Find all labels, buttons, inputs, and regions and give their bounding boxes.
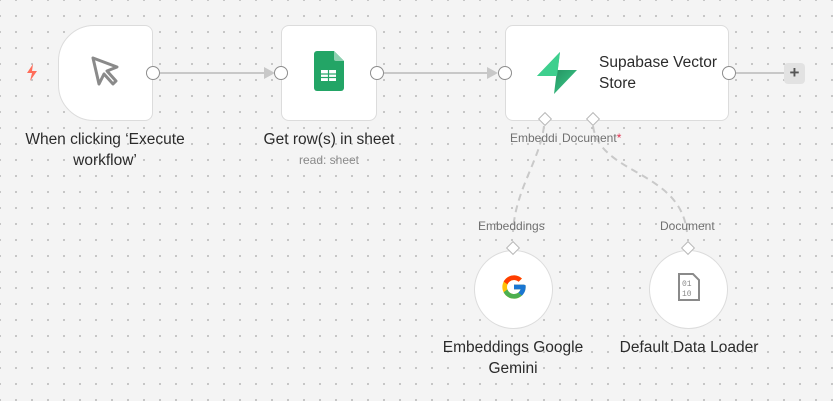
sheets-input-handle[interactable] [274, 66, 288, 80]
supabase-document-port-label: Document* [562, 131, 621, 145]
supabase-title-line2: Store [599, 75, 637, 92]
trigger-label-line2: workflow’ [73, 152, 137, 169]
cursor-pointer-icon [89, 54, 123, 93]
svg-text:10: 10 [682, 290, 692, 299]
sheets-node-label: Get row(s) in sheet [263, 131, 395, 148]
google-sheets-node[interactable] [281, 25, 377, 121]
lightning-bolt-icon [25, 64, 39, 86]
supabase-vector-store-node[interactable]: Supabase Vector Store [505, 25, 729, 121]
embeddings-google-gemini-node[interactable] [474, 250, 553, 329]
supabase-icon [537, 52, 577, 94]
supabase-output-handle[interactable] [722, 66, 736, 80]
supabase-node-title: Supabase Vector Store [599, 52, 717, 94]
add-node-button[interactable]: + [784, 63, 805, 84]
supabase-title-line1: Supabase Vector [599, 54, 718, 71]
loader-port-label: Document [660, 219, 715, 233]
loader-node-label: Default Data Loader [619, 339, 759, 356]
gemini-label-line2: Gemini [488, 360, 538, 377]
supabase-embedding-port-label: Embeddi [510, 131, 558, 145]
binary-file-icon: 01 10 [677, 273, 700, 306]
google-g-icon [500, 273, 528, 306]
gemini-port-label: Embeddings [478, 219, 545, 233]
google-sheets-icon [314, 50, 344, 96]
sheets-node-subtitle: read: sheet [298, 153, 360, 167]
trigger-label-line1: When clicking ‘Execute [25, 131, 185, 148]
supabase-input-handle[interactable] [498, 66, 512, 80]
required-marker: * [616, 131, 622, 145]
gemini-node-label: Embeddings Google Gemini [413, 337, 613, 379]
trigger-output-handle[interactable] [146, 66, 160, 80]
svg-text:01: 01 [682, 280, 692, 289]
gemini-label-line1: Embeddings Google [442, 339, 584, 356]
trigger-node-label: When clicking ‘Execute workflow’ [5, 129, 205, 171]
document-port-text: Document [562, 131, 617, 145]
sheets-output-handle[interactable] [370, 66, 384, 80]
default-data-loader-node[interactable]: 01 10 [649, 250, 728, 329]
trigger-node-manual[interactable] [58, 25, 153, 121]
